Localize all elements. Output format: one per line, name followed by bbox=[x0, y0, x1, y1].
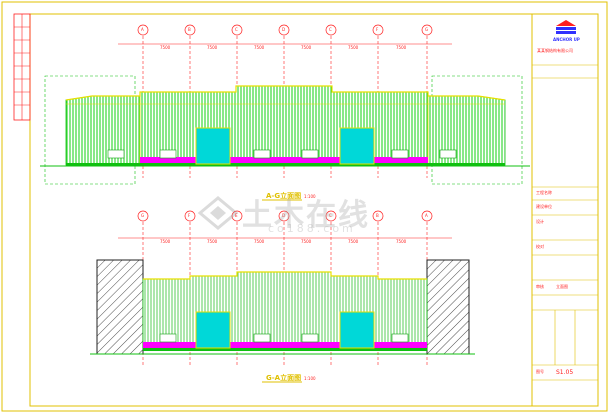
upper-dim-2: 7500 bbox=[207, 45, 218, 50]
upper-dim-1: 7500 bbox=[160, 45, 171, 50]
upper-axis-3: C bbox=[235, 27, 238, 32]
watermark-sub: co188.com bbox=[268, 222, 356, 235]
lower-door-right bbox=[339, 311, 375, 349]
tb-row-design: 设计 bbox=[536, 219, 544, 224]
tb-drawing-name: 立面图 bbox=[556, 284, 568, 289]
lower-dim-1: 7500 bbox=[160, 239, 171, 244]
lower-axis-7: A bbox=[425, 213, 428, 218]
upper-axis-2: B bbox=[188, 27, 191, 32]
tb-row-review: 审核 bbox=[536, 284, 544, 289]
upper-axis-6: F bbox=[376, 27, 379, 32]
lower-axis-6: B bbox=[376, 213, 379, 218]
title-block bbox=[531, 13, 599, 407]
lower-axis-5: C bbox=[329, 213, 332, 218]
lower-axis-1: G bbox=[141, 213, 145, 218]
lower-elevation bbox=[90, 210, 475, 365]
upper-dim-3: 7500 bbox=[254, 45, 265, 50]
upper-view-scale: 1:100 bbox=[304, 194, 316, 199]
lower-hatch-left bbox=[96, 259, 144, 355]
company-name: 某某钢结构有限公司 bbox=[537, 48, 573, 53]
watermark-main: 土木在线 bbox=[242, 198, 370, 233]
company-logo-text: ANCHOR UP bbox=[553, 37, 580, 42]
lower-dim-3: 7500 bbox=[254, 239, 265, 244]
lower-dim-6: 7500 bbox=[396, 239, 407, 244]
upper-axis-1: A bbox=[141, 27, 144, 32]
lower-view-scale: 1:100 bbox=[304, 376, 316, 381]
tb-sheet-no: S1.05 bbox=[556, 369, 574, 376]
lower-axis-3: E bbox=[235, 213, 238, 218]
lower-axis-2: F bbox=[188, 213, 191, 218]
upper-axis-5: C bbox=[329, 27, 332, 32]
lower-hatch-right bbox=[426, 259, 470, 355]
lower-dim-4: 7500 bbox=[301, 239, 312, 244]
upper-view-title: A-G立面图 bbox=[266, 192, 302, 200]
lower-dim-2: 7500 bbox=[207, 239, 218, 244]
tb-row-check: 校对 bbox=[536, 244, 544, 249]
tb-row-number: 图号 bbox=[536, 369, 544, 374]
company-logo-icon bbox=[556, 20, 576, 34]
upper-dim-4: 7500 bbox=[301, 45, 312, 50]
upper-dim-6: 7500 bbox=[396, 45, 407, 50]
upper-axis-4: D bbox=[282, 27, 286, 32]
watermark-logo-icon bbox=[197, 196, 239, 230]
upper-door-left bbox=[195, 127, 231, 165]
lower-view-title: G-A立面图 bbox=[266, 374, 302, 382]
lower-door-left bbox=[195, 311, 231, 349]
upper-dim-5: 7500 bbox=[348, 45, 359, 50]
lower-dim-5: 7500 bbox=[348, 239, 359, 244]
upper-axis-7: G bbox=[425, 27, 429, 32]
tb-row-client: 建设单位 bbox=[536, 204, 552, 209]
upper-door-right bbox=[339, 127, 375, 165]
lower-axis-4: D bbox=[282, 213, 286, 218]
upper-elevation bbox=[40, 24, 530, 185]
tb-row-project: 工程名称 bbox=[536, 190, 552, 195]
